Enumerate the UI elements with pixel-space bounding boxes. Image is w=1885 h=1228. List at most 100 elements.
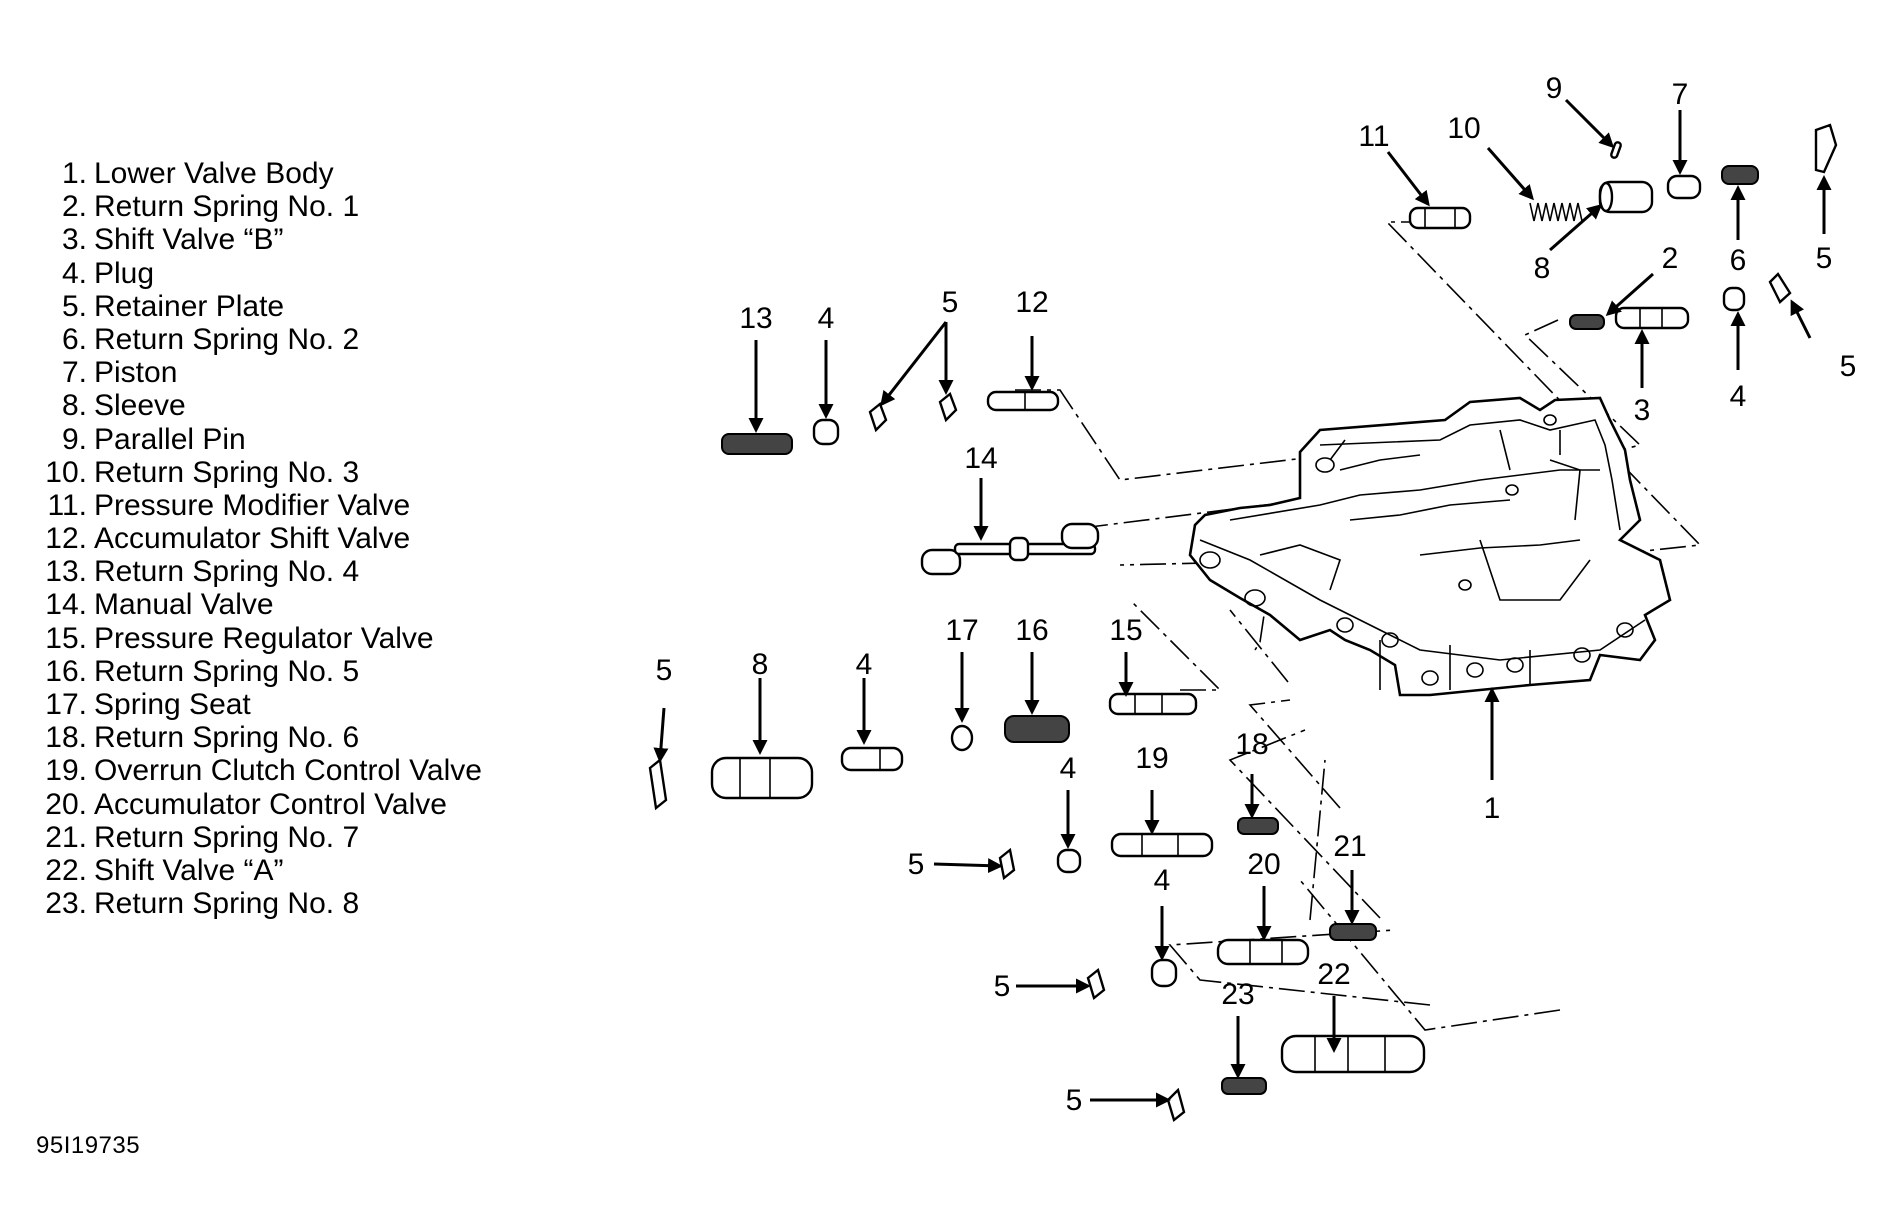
legend-number: 7. [61,356,87,390]
callout-8: 8 [752,648,769,681]
legend-item: 16.Return Spring No. 5 [0,655,560,688]
callout-8: 8 [1534,252,1551,285]
leader-arrows [653,98,1832,1108]
retainer-plate-right [1768,272,1792,304]
callout-2: 2 [1662,242,1679,275]
callout-23: 23 [1221,978,1254,1011]
legend-text: Return Spring No. 5 [94,654,360,688]
lower-valve-body [1188,396,1672,697]
callout-6: 6 [1730,244,1747,277]
legend-text: Manual Valve [94,588,274,622]
callout-5: 5 [1066,1084,1083,1117]
callout-3: 3 [1634,394,1651,427]
legend-item: 7.Piston [0,356,560,389]
legend-number: 15. [45,621,87,655]
legend-item: 15.Pressure Regulator Valve [0,622,560,655]
legend-number: 12. [45,522,87,556]
legend-item: 22.Shift Valve “A” [0,854,560,887]
legend-number: 2. [61,190,87,224]
plug-middle [840,746,904,772]
retainer-plate-left-b [938,392,958,423]
legend-number: 13. [45,555,87,589]
pressure-regulator-valve [1108,692,1198,716]
retainer-plate-lower-c [1166,1087,1186,1123]
legend-number: 5. [61,289,87,323]
legend-text: Return Spring No. 8 [94,887,360,921]
legend-text: Pressure Regulator Valve [94,621,434,655]
callout-20: 20 [1247,848,1280,881]
return-spring-no-2 [1721,165,1759,185]
callout-5: 5 [656,654,673,687]
legend-number: 6. [61,322,87,356]
legend-number: 4. [61,256,87,290]
legend-text: Spring Seat [94,688,251,721]
legend-text: Shift Valve “A” [94,853,284,887]
figure-id: 95I19735 [36,1132,141,1159]
legend-item: 11.Pressure Modifier Valve [0,489,560,522]
callout-9: 9 [1546,72,1563,105]
callout-10: 10 [1447,112,1480,145]
retainer-plate-top-right [1814,123,1838,174]
legend-text: Accumulator Control Valve [94,787,447,821]
callout-4: 4 [856,648,873,681]
legend-number: 14. [45,588,87,622]
legend-number: 16. [45,654,87,688]
callout-1: 1 [1484,792,1501,825]
spring-seat [950,724,974,752]
manual-valve [920,522,1100,576]
legend-number: 11. [47,488,87,522]
plug-right [1722,286,1746,312]
return-spring-no-1 [1569,314,1605,330]
callout-16: 16 [1015,614,1048,647]
legend-text: Return Spring No. 4 [94,555,360,589]
legend-item: 13.Return Spring No. 4 [0,555,560,588]
legend-number: 22. [45,853,87,887]
accumulator-control-valve [1216,938,1310,966]
legend-item: 19.Overrun Clutch Control Valve [0,754,560,787]
pressure-modifier-valve [1408,206,1472,230]
legend-item: 1.Lower Valve Body [0,157,560,190]
legend-number: 10. [45,455,87,489]
legend-item: 21.Return Spring No. 7 [0,821,560,854]
legend-text: Piston [94,356,178,390]
legend-number: 9. [61,422,87,456]
callout-5: 5 [908,848,925,881]
legend-number: 17. [45,688,87,721]
legend-text: Return Spring No. 6 [94,721,360,755]
overrun-clutch-control-valve [1110,832,1214,858]
return-spring-no-4 [721,433,793,455]
legend-item: 3.Shift Valve “B” [0,223,560,256]
legend-item: 2.Return Spring No. 1 [0,190,560,223]
legend-text: Retainer Plate [94,289,285,323]
callout-4: 4 [1154,864,1171,897]
shift-valve-a [1280,1034,1426,1074]
legend-item: 4.Plug [0,257,560,290]
callout-4: 4 [818,302,835,335]
callout-11: 11 [1358,120,1389,153]
legend-item: 18.Return Spring No. 6 [0,721,560,754]
sleeve-middle [710,756,814,800]
legend-text: Parallel Pin [94,422,246,456]
retainer-plate-lower-a [998,847,1016,881]
return-spring-no-8 [1221,1077,1267,1095]
legend-number: 18. [45,721,87,755]
legend-text: Return Spring No. 3 [94,455,360,489]
legend-text: Accumulator Shift Valve [94,522,411,556]
callout-4: 4 [1730,380,1747,413]
legend-item: 12.Accumulator Shift Valve [0,522,560,555]
legend-text: Pressure Modifier Valve [94,488,411,522]
plug-lower-a [1056,848,1082,874]
legend-text: Lower Valve Body [94,157,334,190]
shift-valve-b [1614,306,1690,330]
return-spring-no-7 [1329,923,1377,941]
callout-18: 18 [1235,728,1268,761]
accumulator-shift-valve [986,390,1060,412]
sleeve-top [1598,180,1654,214]
legend-item: 5.Retainer Plate [0,290,560,323]
legend-item: 23.Return Spring No. 8 [0,887,560,920]
callout-7: 7 [1672,78,1689,111]
legend-text: Sleeve [94,389,186,423]
legend-item: 8.Sleeve [0,389,560,422]
